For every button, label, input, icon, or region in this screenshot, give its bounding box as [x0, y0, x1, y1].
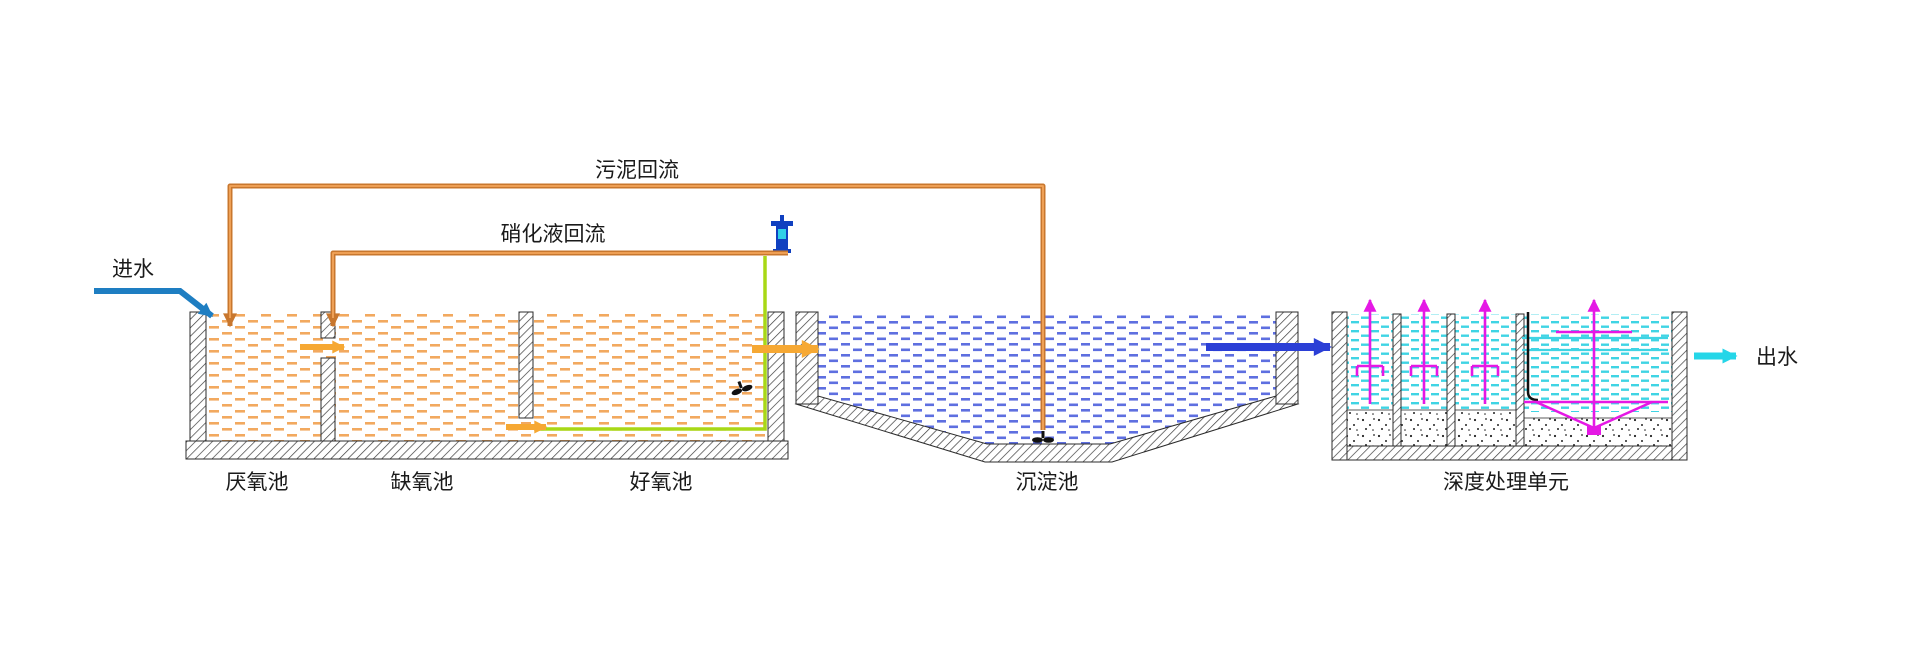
biological-tank-water: [206, 314, 768, 441]
filter-media-cell-3: [1454, 409, 1517, 447]
anaerobic-anoxic-divider-bottom: [320, 357, 336, 442]
anoxic-aerobic-divider: [518, 311, 534, 419]
nitrified-liquid-return-pipe: [326, 250, 788, 328]
filter-cell-uplift-1: [1355, 298, 1385, 404]
advanced-unit-left-wall: [1331, 311, 1348, 461]
sedimentation-tank-water: [818, 314, 1276, 444]
pump-stub: [780, 215, 784, 221]
scraper-hub: [1587, 426, 1601, 435]
aeration-pipe: [536, 256, 767, 431]
advanced-unit-partition-1: [1392, 313, 1402, 447]
influent-arrow: [94, 288, 214, 319]
advanced-unit-partition-2: [1446, 313, 1456, 447]
sedimentation-tank-right-wall: [1275, 311, 1299, 405]
nitrified-return-highlight: [332, 252, 788, 318]
sedimentation-tank-label: 沉淀池: [1016, 470, 1079, 494]
scraper-arm-right: [1593, 400, 1653, 430]
advanced-treatment-unit-label: 深度处理单元: [1443, 470, 1569, 494]
filter-media-cell-1: [1346, 409, 1394, 447]
inlet-downpipe-icon: [1526, 312, 1539, 402]
biological-tank-right-wall: [767, 311, 785, 442]
anaerobic-tank-label: 厌氧池: [226, 470, 289, 494]
sludge-return-label: 污泥回流: [595, 158, 679, 182]
sludge-return-highlight: [229, 185, 1044, 430]
filter-cell-uplift-2: [1409, 298, 1439, 404]
influent-label: 进水: [112, 257, 154, 281]
aerobic-tank-label: 好氧池: [630, 470, 693, 494]
advanced-unit-partition-3: [1515, 313, 1525, 447]
biological-tank-floor: [185, 440, 789, 460]
advanced-unit-right-wall: [1671, 311, 1688, 461]
sedimentation-tank: [794, 311, 1300, 463]
advanced-unit-floor: [1331, 445, 1688, 461]
biological-tank-left-wall: [189, 311, 207, 442]
anoxic-tank-label: 缺氧池: [391, 470, 454, 494]
effluent-label: 出水: [1756, 345, 1798, 369]
biological-tank: [185, 311, 789, 460]
filter-media-cell-2: [1400, 409, 1448, 447]
sedimentation-tank-left-wall: [795, 311, 819, 405]
pump-window: [778, 229, 786, 239]
pump-top-bar: [771, 221, 793, 226]
clarifier-mechanism: [1522, 298, 1668, 435]
filter-cell-uplift-3: [1470, 298, 1500, 404]
sludge-return-pipe: [223, 183, 1046, 430]
advanced-treatment-unit: [1331, 298, 1688, 461]
scraper-arm-left: [1535, 400, 1595, 430]
nitrified-return-label: 硝化液回流: [501, 222, 606, 246]
